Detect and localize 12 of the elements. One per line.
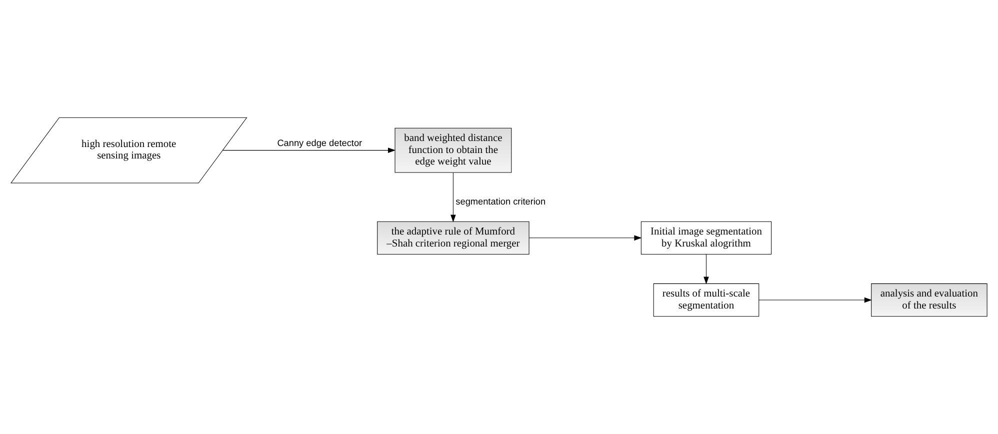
edge-label: Canny edge detector	[277, 138, 362, 148]
node-box: Initial image segmentation by Kruskal alogrithm	[640, 221, 772, 255]
node-box: the adaptive rule of Mumford –Shah criterion regional merger	[377, 221, 530, 255]
arrow	[704, 254, 709, 284]
node-box: band weighted distance function to obtain the edge weight value	[394, 128, 512, 173]
node-box: results of multi-scale segmentation	[653, 283, 760, 317]
arrow	[528, 235, 642, 241]
arrow	[222, 148, 396, 153]
edge-label: segmentation criterion	[456, 196, 546, 207]
arrow	[758, 297, 872, 303]
arrow	[450, 172, 456, 222]
node-box: analysis and evaluation of the results	[871, 283, 988, 317]
